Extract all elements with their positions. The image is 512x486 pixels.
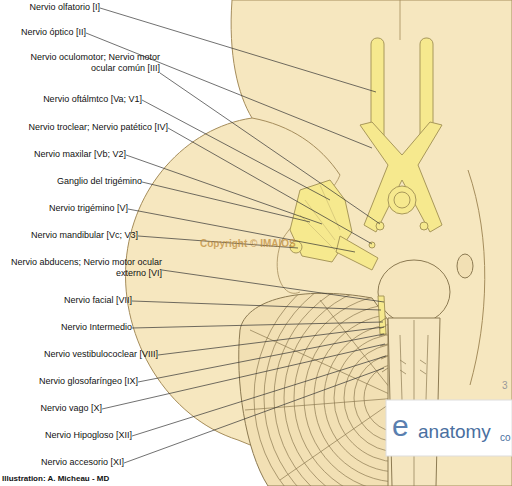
logo-letter: e — [392, 408, 416, 444]
nerve-label: Nervio vago [X] — [2, 403, 102, 414]
cerebral-peduncle — [457, 254, 473, 278]
nerve-label: Nervio glosofaríngeo [IX] — [2, 376, 138, 387]
logo-fragment: 3 — [502, 380, 512, 392]
nerve-label: Nervio oftálmtco [Va; V1] — [2, 94, 142, 105]
nerve-label: Nervio troclear; Nervio patético [IV] — [2, 122, 168, 133]
nerve-label: Nervio accesorio [XI] — [2, 457, 124, 468]
logo-fragment: co — [500, 432, 512, 444]
cerebrum-outline — [125, 0, 512, 486]
nerve-label: Nervio abducens; Nervio motor ocular ext… — [8, 257, 162, 279]
watermark: Copyright © IMAIOS — [200, 238, 330, 250]
nerve-label: Nervio maxilar [Vb; V2] — [2, 149, 126, 160]
nerve-label: Nervio mandibular [Vc; V3] — [2, 230, 138, 241]
nerve-label: Nervio Hipogloso [XII] — [2, 430, 132, 441]
nerve-label: Nervio olfatorio [I] — [2, 2, 100, 13]
nerve-label: Nervio Intermedio — [2, 322, 132, 333]
right-temporal-line — [468, 170, 485, 385]
cranial-nerves-yellow — [290, 38, 442, 334]
nerve-label: Nervio óptico [II] — [2, 27, 86, 38]
pons — [378, 260, 450, 324]
interhemispheric-line — [400, 0, 401, 40]
nerve-label: Nervio vestibulococlear [VIII] — [2, 349, 158, 360]
nerve-label: Nervio facial [VII] — [2, 295, 132, 306]
logo-text: anatomy — [418, 420, 508, 443]
nerve-label: Ganglio del trigémino — [2, 176, 142, 187]
credit-text: Illustration: A. Micheau - MD — [2, 474, 202, 484]
logo-panel — [386, 400, 512, 456]
nerve-label: Nervio oculomotor; Nervio motor ocular c… — [8, 52, 160, 74]
nerve-label: Nervio trigémino [V] — [2, 203, 128, 214]
